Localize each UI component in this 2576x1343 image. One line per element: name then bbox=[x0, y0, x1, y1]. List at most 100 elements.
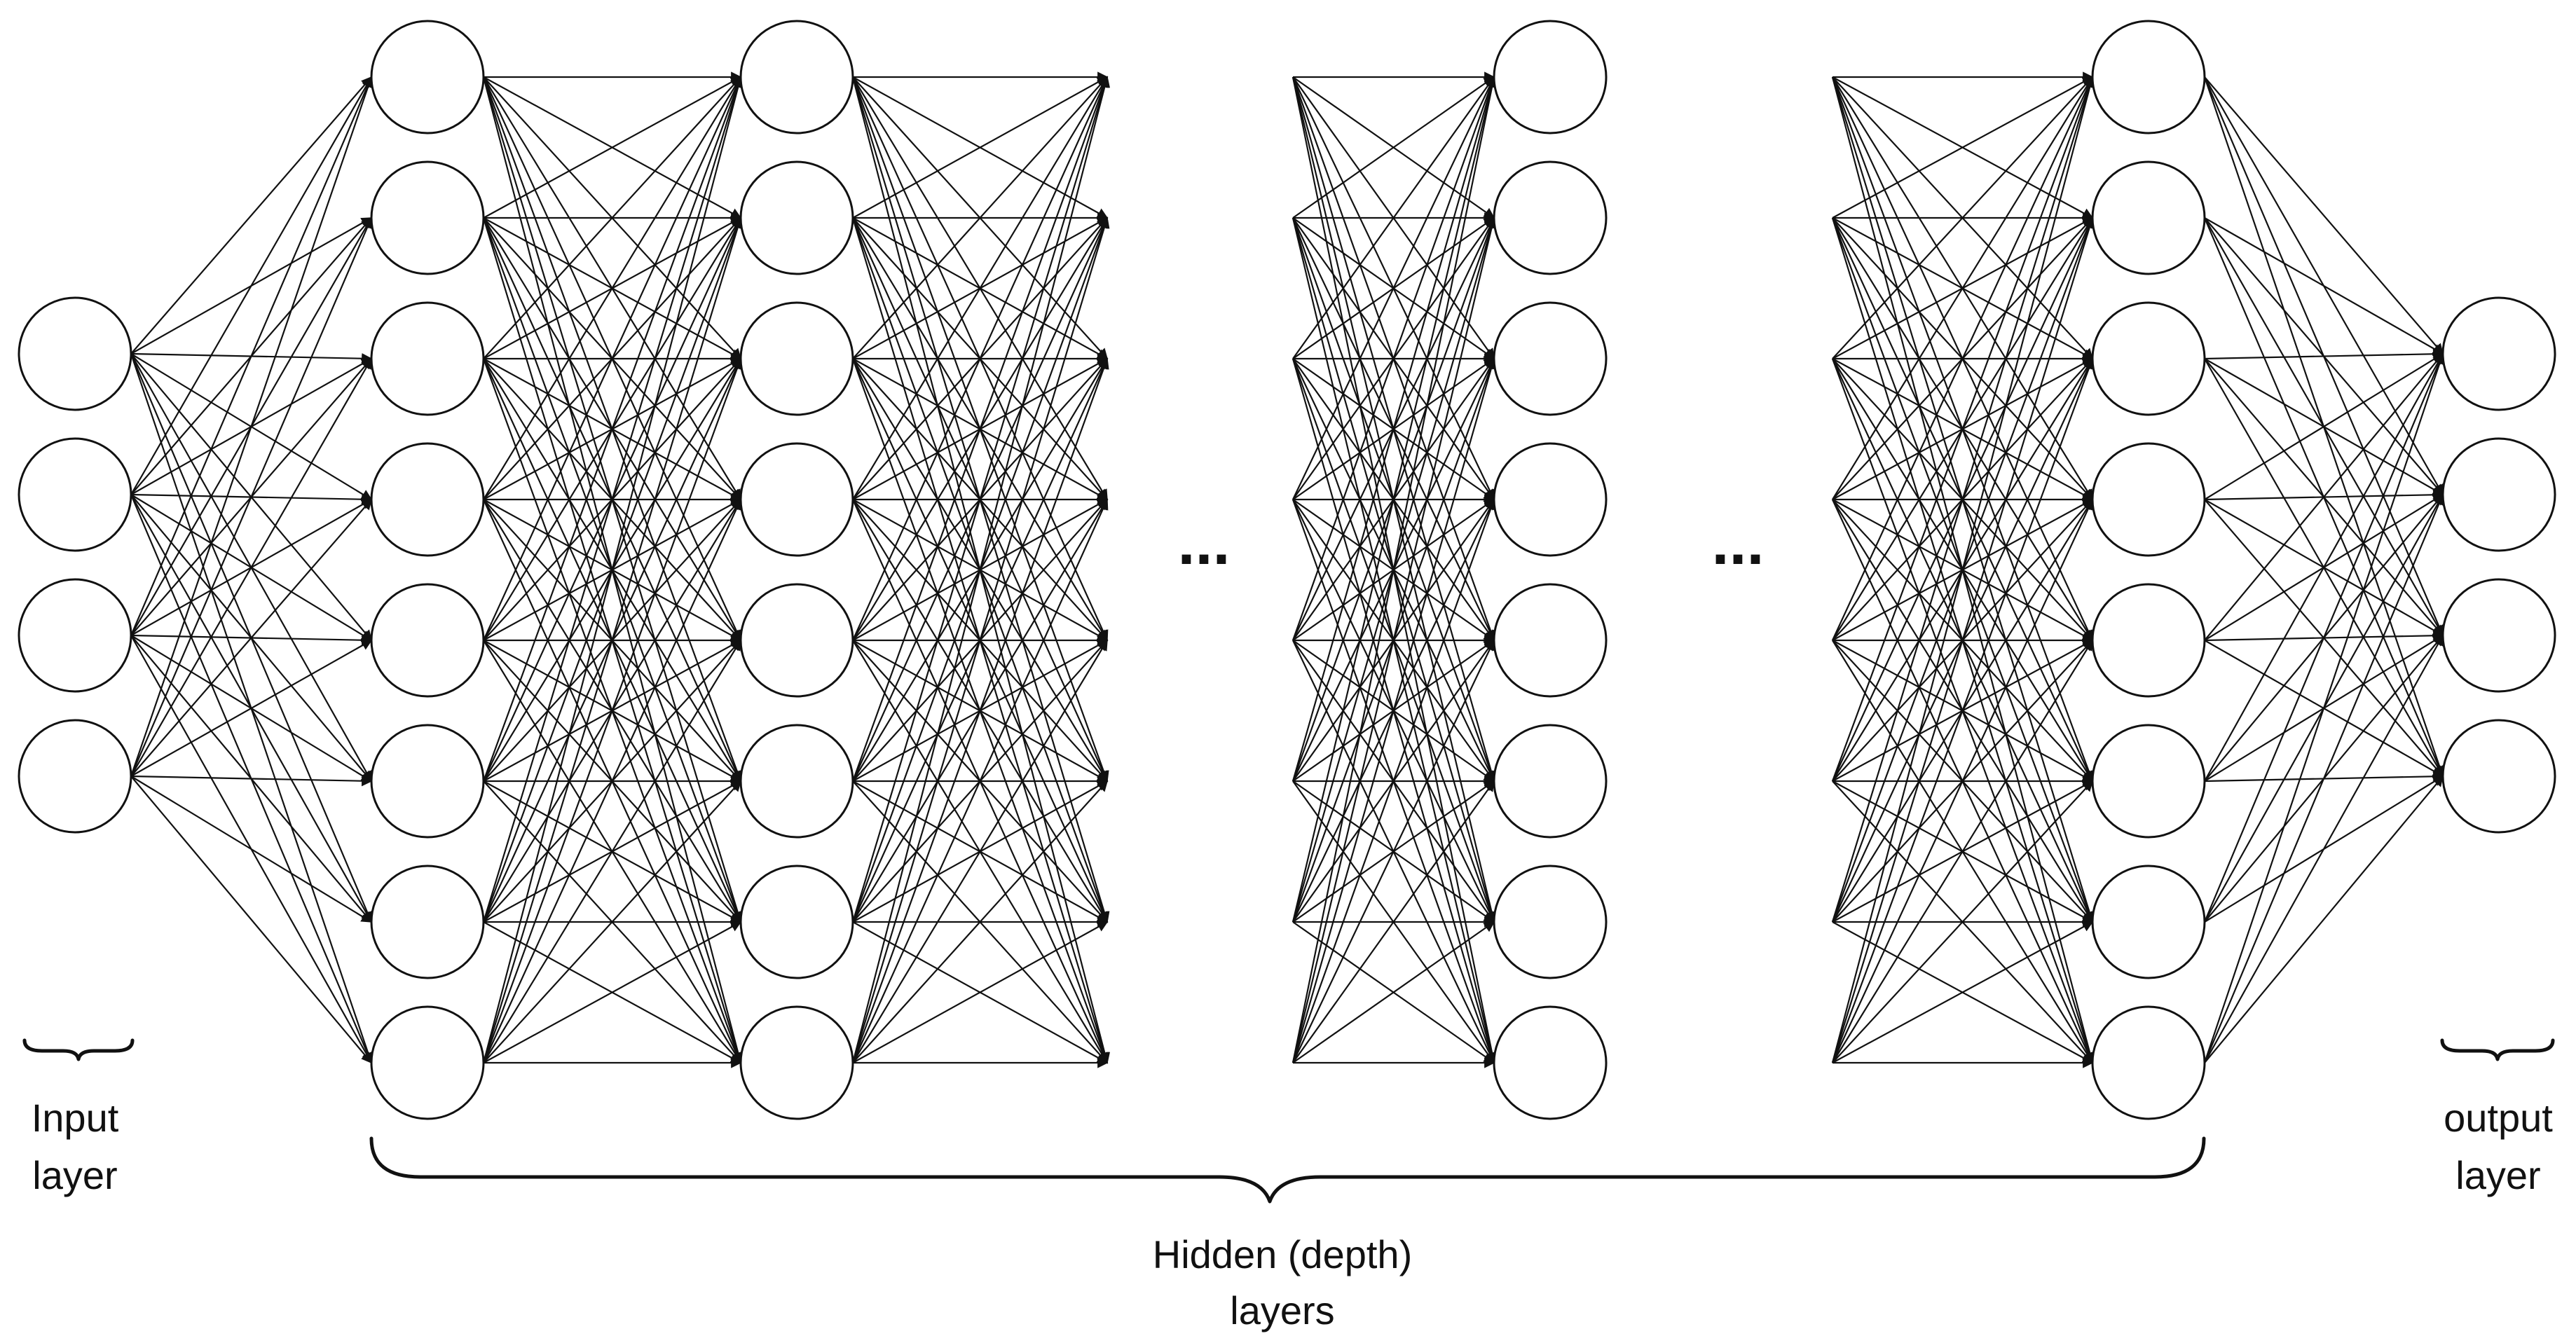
edge-hidden1-to-hidden2 bbox=[482, 498, 742, 1063]
input-neuron-4 bbox=[18, 719, 132, 834]
edge-input-to-hidden1 bbox=[130, 357, 372, 777]
edge-hidden1-to-hidden2 bbox=[483, 76, 741, 500]
edge-hidden2-fan-out bbox=[852, 921, 1109, 1063]
edge-input-to-hidden1 bbox=[130, 76, 373, 636]
edge-input-to-hidden1 bbox=[130, 76, 373, 354]
input-neuron-3 bbox=[18, 578, 132, 693]
hidden4-neuron-8 bbox=[2091, 1005, 2206, 1120]
edge-hidden1-to-hidden2 bbox=[482, 76, 742, 641]
hidden4-neuron-2 bbox=[2091, 160, 2206, 275]
hidden1-neuron-4 bbox=[370, 442, 485, 557]
hidden2-neuron-8 bbox=[739, 1005, 854, 1120]
edge-hidden4-fan-in bbox=[1832, 76, 2094, 219]
edge-hidden2-fan-out bbox=[852, 76, 1109, 359]
edge-hidden1-to-hidden2 bbox=[483, 76, 742, 219]
edge-hidden3-fan-in bbox=[1292, 76, 1495, 359]
edge-input-to-hidden1 bbox=[130, 776, 372, 1064]
edge-hidden1-to-hidden2 bbox=[483, 76, 742, 359]
edge-hidden3-fan-in bbox=[1292, 216, 1498, 1063]
edge-input-to-hidden1 bbox=[130, 776, 373, 923]
edge-hidden1-to-hidden2 bbox=[483, 639, 741, 1063]
edge-hidden2-fan-out bbox=[852, 76, 1109, 219]
output-neuron-4 bbox=[2441, 719, 2556, 834]
hidden3-neuron-7 bbox=[1493, 865, 1608, 979]
ellipsis-left-text: ... bbox=[1177, 508, 1230, 578]
hidden4-neuron-4 bbox=[2091, 442, 2206, 557]
hidden-layers-label-line2: layers bbox=[1230, 1288, 1334, 1332]
hidden2-neuron-2 bbox=[739, 160, 854, 275]
edge-hidden4-to-output bbox=[2204, 76, 2444, 355]
hidden1-neuron-6 bbox=[370, 724, 485, 839]
edge-hidden3-fan-in bbox=[1292, 76, 1498, 1063]
neurons-group bbox=[18, 20, 2556, 1120]
edge-hidden3-fan-in bbox=[1292, 498, 1496, 1063]
edge-hidden3-fan-in bbox=[1292, 76, 1497, 782]
hidden3-neuron-1 bbox=[1493, 20, 1608, 135]
edge-hidden4-fan-in bbox=[1831, 216, 2095, 1063]
hidden3-neuron-3 bbox=[1493, 301, 1608, 416]
edge-hidden4-fan-in bbox=[1832, 639, 2093, 1063]
edge-hidden4-to-output bbox=[2204, 217, 2444, 354]
edge-hidden1-to-hidden2 bbox=[482, 76, 744, 923]
edge-hidden1-to-hidden2 bbox=[482, 76, 744, 1063]
edge-hidden3-fan-in bbox=[1292, 76, 1495, 219]
hidden4-neuron-5 bbox=[2091, 583, 2206, 698]
edge-hidden1-to-hidden2 bbox=[482, 76, 743, 782]
edge-hidden2-fan-out bbox=[851, 76, 1110, 1063]
edge-hidden4-to-output bbox=[2204, 353, 2444, 500]
hidden4-neuron-3 bbox=[2091, 301, 2206, 416]
output-neuron-2 bbox=[2441, 437, 2556, 552]
edge-hidden4-fan-in bbox=[1831, 76, 2095, 782]
hidden4-neuron-7 bbox=[2091, 865, 2206, 979]
input-layer-label-line2: layer bbox=[32, 1153, 117, 1197]
hidden2-neuron-4 bbox=[739, 442, 854, 557]
edge-hidden4-fan-in bbox=[1831, 357, 2095, 1063]
edge-hidden2-fan-out bbox=[851, 498, 1109, 1063]
edge-hidden2-fan-out bbox=[851, 357, 1109, 1063]
edge-input-to-hidden1 bbox=[130, 775, 373, 787]
hidden1-neuron-8 bbox=[370, 1005, 485, 1120]
hidden1-neuron-1 bbox=[370, 20, 485, 135]
hidden3-neuron-5 bbox=[1493, 583, 1608, 698]
edge-hidden4-fan-in bbox=[1832, 498, 2094, 1063]
input-layer-brace bbox=[22, 1038, 135, 1061]
edge-hidden3-fan-in bbox=[1292, 639, 1495, 1063]
ellipsis-left: ... bbox=[1177, 508, 1230, 578]
edge-hidden3-fan-in bbox=[1292, 76, 1496, 641]
hidden4-neuron-1 bbox=[2091, 20, 2206, 135]
hidden-layers-label-line1: Hidden (depth) bbox=[1153, 1232, 1412, 1276]
edge-hidden2-fan-out bbox=[852, 639, 1108, 1063]
edge-hidden1-to-hidden2 bbox=[483, 780, 742, 1063]
hidden1-neuron-2 bbox=[370, 160, 485, 275]
edge-hidden3-fan-in bbox=[1292, 780, 1495, 1063]
edge-hidden4-to-output bbox=[2204, 634, 2444, 1063]
hidden3-neuron-4 bbox=[1493, 442, 1608, 557]
edge-hidden4-fan-in bbox=[1832, 780, 2094, 1063]
hidden2-neuron-5 bbox=[739, 583, 854, 698]
hidden3-neuron-6 bbox=[1493, 724, 1608, 839]
edge-hidden2-fan-out bbox=[851, 76, 1110, 923]
hidden4-neuron-6 bbox=[2091, 724, 2206, 839]
hidden3-neuron-2 bbox=[1493, 160, 1608, 275]
edge-input-to-hidden1 bbox=[130, 76, 374, 777]
edge-hidden4-to-output bbox=[2204, 352, 2444, 782]
output-layer-label-line2: layer bbox=[2455, 1153, 2540, 1197]
edge-hidden4-to-output bbox=[2204, 352, 2444, 641]
hidden1-neuron-7 bbox=[370, 865, 485, 979]
edge-hidden2-fan-out bbox=[852, 780, 1109, 1063]
hidden2-neuron-3 bbox=[739, 301, 854, 416]
edge-hidden4-to-output bbox=[2204, 775, 2444, 1063]
edge-hidden4-fan-in bbox=[1832, 76, 2093, 500]
output-layer-label-line1: output bbox=[2444, 1096, 2553, 1140]
edge-input-to-hidden1 bbox=[130, 216, 373, 777]
edge-hidden3-fan-in bbox=[1292, 357, 1497, 1063]
edge-hidden4-to-output bbox=[2203, 493, 2444, 1063]
edge-input-to-hidden1 bbox=[130, 498, 373, 777]
edge-hidden3-fan-in bbox=[1292, 921, 1495, 1063]
hidden2-neuron-7 bbox=[739, 865, 854, 979]
ellipsis-right-text: ... bbox=[1711, 508, 1764, 578]
edge-input-to-hidden1 bbox=[130, 76, 372, 495]
edge-hidden4-fan-in bbox=[1831, 76, 2095, 1063]
edge-hidden4-fan-in bbox=[1831, 76, 2095, 923]
